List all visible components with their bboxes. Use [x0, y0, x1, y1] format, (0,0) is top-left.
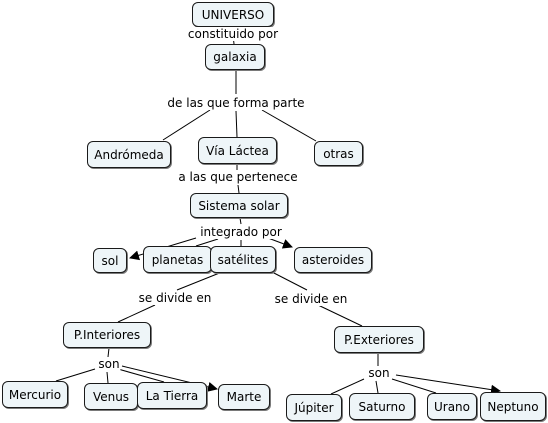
- node-urano[interactable]: Urano: [427, 393, 477, 420]
- node-universo[interactable]: UNIVERSO: [192, 2, 274, 27]
- line-link-sistemasolar: [237, 184, 240, 194]
- node-jupiter[interactable]: Júpiter: [286, 394, 342, 421]
- link-integrado-por: integrado por: [199, 225, 283, 239]
- line-link-otras: [261, 109, 317, 142]
- line-link-asteroides: [267, 237, 293, 249]
- line-son-saturno: [375, 380, 379, 394]
- link-constituido-por: constituido por: [186, 27, 280, 41]
- line-link-planetas: [195, 238, 219, 247]
- line-son-mercurio: [55, 368, 96, 382]
- node-p-exteriores[interactable]: P.Exteriores: [334, 326, 424, 353]
- line-son-latierra: [117, 368, 165, 383]
- line-link-vialactea: [235, 110, 238, 138]
- line-link-andromeda: [162, 109, 211, 141]
- node-andromeda[interactable]: Andrómeda: [87, 141, 171, 168]
- node-mercurio[interactable]: Mercurio: [2, 381, 68, 408]
- node-asteroides[interactable]: asteroides: [294, 247, 372, 273]
- line-sistemasolar-link: [239, 217, 242, 225]
- line-son-neptuno: [395, 374, 501, 395]
- line-link-pexteriores: [317, 304, 363, 327]
- node-saturno[interactable]: Saturno: [349, 393, 415, 420]
- node-via-lactea[interactable]: Vía Láctea: [198, 137, 277, 164]
- link-de-las-que-forma-parte: de las que forma parte: [166, 96, 306, 110]
- line-satelites-link-left: [176, 271, 223, 291]
- node-planetas[interactable]: planetas: [143, 246, 212, 273]
- node-sistema-solar[interactable]: Sistema solar: [190, 193, 288, 218]
- link-son-left: son: [97, 357, 121, 371]
- node-la-tierra[interactable]: La Tierra: [137, 382, 207, 409]
- node-p-interiores[interactable]: P.Interiores: [63, 322, 151, 348]
- line-son-urano: [391, 378, 437, 394]
- line-pinteriores-son: [107, 347, 110, 358]
- node-galaxia[interactable]: galaxia: [205, 44, 265, 70]
- line-link-pinteriores: [117, 304, 156, 323]
- link-son-right: son: [367, 366, 391, 380]
- line-son-jupiter: [330, 378, 365, 395]
- node-sol[interactable]: sol: [93, 248, 127, 273]
- line-son-venus: [106, 371, 109, 384]
- node-venus[interactable]: Venus: [84, 383, 138, 410]
- node-satelites[interactable]: satélites: [210, 246, 276, 273]
- node-otras[interactable]: otras: [314, 141, 363, 166]
- link-se-divide-en-left: se divide en: [137, 291, 213, 305]
- link-a-las-que-pertenece: a las que pertenece: [177, 170, 299, 184]
- link-se-divide-en-right: se divide en: [273, 292, 349, 306]
- node-neptuno[interactable]: Neptuno: [480, 392, 546, 421]
- line-satelites-link-right: [271, 271, 308, 291]
- node-marte[interactable]: Marte: [218, 384, 270, 410]
